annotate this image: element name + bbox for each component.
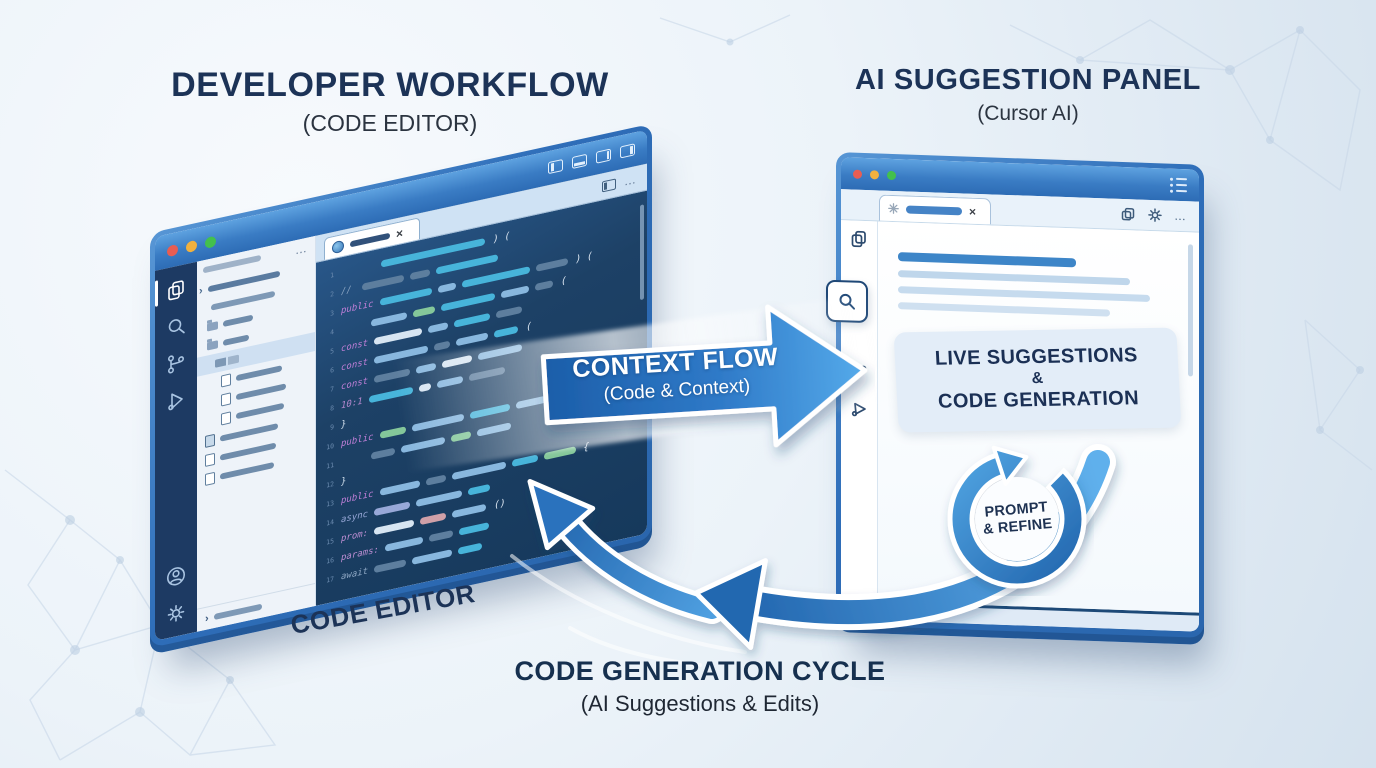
right-title: AI SUGGESTION PANEL <box>854 64 1201 96</box>
split-editor-icon[interactable] <box>602 177 616 192</box>
right-title-block: AI SUGGESTION PANEL (Cursor AI) <box>818 64 1238 126</box>
ai-chat-tab[interactable]: × <box>879 194 991 225</box>
skeleton-line <box>898 270 1130 286</box>
file-tree: › <box>197 254 315 491</box>
gear-icon[interactable] <box>1147 207 1163 224</box>
left-title-block: DEVELOPER WORKFLOW (CODE EDITOR) <box>130 66 650 137</box>
more-icon[interactable]: … <box>295 240 308 258</box>
layout-right-icon[interactable] <box>620 143 635 159</box>
cycle-subtitle: (AI Suggestions & Edits) <box>580 691 820 716</box>
source-control-icon[interactable] <box>849 360 869 381</box>
settings-icon[interactable] <box>165 600 187 627</box>
copy-icon[interactable] <box>849 228 869 249</box>
prompt-refine-cycle-badge: PROMPT & REFINE <box>940 442 1094 596</box>
more-icon[interactable]: … <box>624 171 637 189</box>
layout-sidebar-icon[interactable] <box>548 158 563 175</box>
account-icon[interactable] <box>165 563 187 590</box>
ai-panel-rail <box>841 220 878 602</box>
ai-panel-toolbar: × … <box>841 189 1199 233</box>
more-icon[interactable]: … <box>1174 208 1187 224</box>
close-button[interactable] <box>853 169 862 179</box>
maximize-button[interactable] <box>887 170 896 180</box>
live-suggestions-panel: LIVE SUGGESTIONS & CODE GENERATION <box>893 327 1182 433</box>
explorer-sidebar: … › <box>197 235 316 632</box>
editor-area: × … 1 ) ( 2// <box>316 163 647 606</box>
left-subtitle: (CODE EDITOR) <box>302 110 478 136</box>
prompt-refine-label: PROMPT & REFINE <box>934 436 1101 603</box>
search-icon[interactable] <box>826 279 868 324</box>
layout-columns-icon[interactable] <box>596 148 611 164</box>
sparkle-icon <box>888 203 899 214</box>
activity-bar <box>155 261 197 641</box>
globe-icon <box>332 239 344 254</box>
tab-close-icon[interactable]: × <box>396 225 404 241</box>
code-editor-window: … › <box>150 123 652 655</box>
maximize-button[interactable] <box>205 235 216 249</box>
cycle-label-block: CODE GENERATION CYCLE (AI Suggestions & … <box>440 656 960 717</box>
task-list-icon[interactable] <box>1170 177 1187 193</box>
skeleton-line <box>898 286 1150 302</box>
layout-panel-icon[interactable] <box>572 153 587 169</box>
source-control-icon[interactable] <box>165 350 187 377</box>
close-button[interactable] <box>167 243 178 257</box>
copy-icon[interactable] <box>1120 206 1136 223</box>
skeleton-line <box>898 302 1110 317</box>
suggestions-line1: LIVE SUGGESTIONS <box>934 344 1139 370</box>
right-subtitle: (Cursor AI) <box>977 102 1079 125</box>
run-icon[interactable] <box>165 387 187 414</box>
suggestion-skeleton-lines <box>896 252 1181 319</box>
minimize-button[interactable] <box>870 169 879 180</box>
minimize-button[interactable] <box>186 239 197 253</box>
chevron-right-icon: › <box>205 612 209 626</box>
suggestions-line2: CODE GENERATION <box>937 386 1140 413</box>
files-icon[interactable] <box>165 276 187 303</box>
editor-scrollbar[interactable] <box>640 204 644 301</box>
left-title: DEVELOPER WORKFLOW <box>171 66 609 104</box>
tab-close-icon[interactable]: × <box>969 204 977 219</box>
cycle-title: CODE GENERATION CYCLE <box>514 656 886 686</box>
skeleton-line <box>898 252 1076 268</box>
search-icon[interactable] <box>165 313 187 340</box>
tools-icon[interactable] <box>849 398 869 419</box>
panel-scrollbar[interactable] <box>1188 244 1193 377</box>
